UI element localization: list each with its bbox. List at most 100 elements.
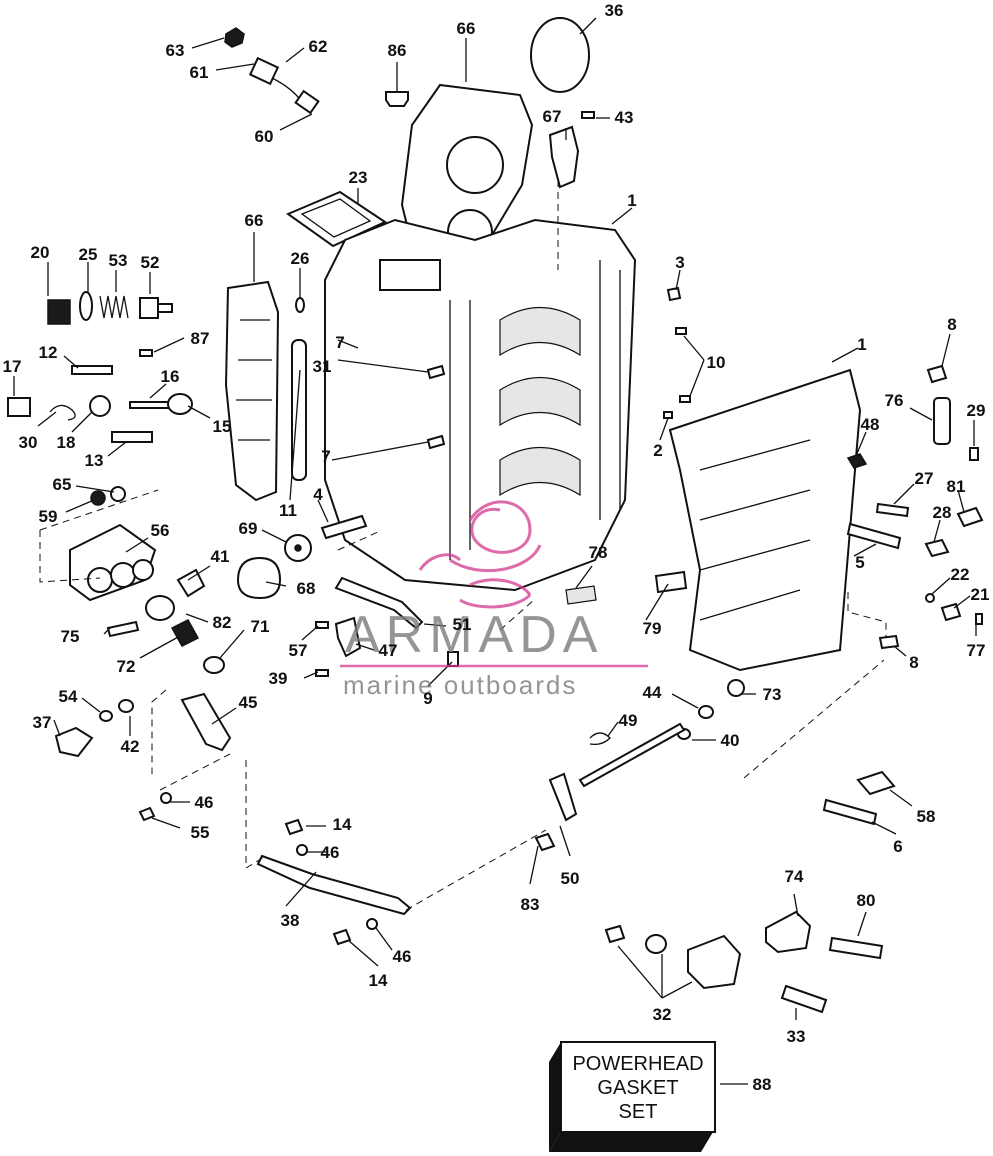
link-rod-part (256, 854, 412, 916)
o-ring-part (110, 486, 126, 502)
callout-label: 12 (39, 343, 58, 362)
callout-label: 60 (255, 127, 274, 146)
callout-label: 75 (61, 627, 80, 646)
callout-label: 42 (121, 737, 140, 756)
callout-label: 7 (335, 333, 344, 352)
screw-part (969, 447, 979, 461)
cover-gasket-inner (300, 198, 372, 238)
callout-label: 53 (109, 251, 128, 270)
clip-part (284, 818, 304, 836)
callout-label: 59 (39, 507, 58, 526)
callout-label: 54 (59, 687, 78, 706)
lever-part (334, 576, 424, 630)
tube-part (291, 339, 307, 481)
callout-label: 45 (239, 693, 258, 712)
shaft-lever-part (548, 772, 578, 822)
bolt-part (828, 936, 884, 960)
callout-label: 73 (763, 685, 782, 704)
gasket-box-side (549, 1042, 561, 1152)
callout-label: 31 (313, 357, 332, 376)
callout-label: 7 (321, 447, 330, 466)
insert-block-part (565, 585, 597, 605)
bushing-part (89, 395, 111, 417)
callout-label: 51 (453, 615, 472, 634)
housing-outlet (132, 559, 154, 581)
callout-label: 26 (291, 249, 310, 268)
callout-label: 30 (19, 433, 38, 452)
callout-label: 62 (309, 37, 328, 56)
cap-part (47, 299, 71, 325)
washer-part (203, 656, 225, 674)
fitting-part (7, 397, 31, 417)
block-flange (449, 260, 621, 560)
callout-label: 22 (951, 565, 970, 584)
callout-label: 61 (190, 63, 209, 82)
watermark-brand: ARMADA (345, 606, 603, 664)
insert-block-part (654, 570, 688, 594)
callout-label: 14 (333, 815, 352, 834)
grommet-part (236, 556, 282, 600)
callout-label: 32 (653, 1005, 672, 1024)
washer-part (698, 705, 714, 719)
screw-part (675, 327, 687, 335)
callout-label: 38 (281, 911, 300, 930)
callout-label: 56 (151, 521, 170, 540)
housing-outlet (110, 562, 136, 588)
gasket-box-line: SET (619, 1101, 658, 1123)
washer-hole (294, 544, 302, 552)
crankcase-half-part (668, 368, 862, 672)
callout-label: 18 (57, 433, 76, 452)
callout-label: 46 (195, 793, 214, 812)
bolt-part (846, 522, 902, 550)
crankcase-ribs (699, 439, 811, 621)
washer-part (295, 297, 305, 313)
elbow-fitting-part (878, 634, 900, 650)
callout-label: 4 (313, 485, 323, 504)
screw-part (315, 669, 329, 677)
washer-part (925, 593, 935, 603)
callout-label: 65 (53, 475, 72, 494)
bolt-part (822, 798, 878, 826)
callout-label: 14 (369, 971, 388, 990)
fitting-part (90, 490, 106, 506)
callout-label: 47 (379, 641, 398, 660)
callout-label: 1 (857, 335, 866, 354)
callout-labels: 36 66 86 63 62 61 60 67 43 23 1 66 26 3 … (3, 1, 990, 1094)
screw-part (106, 620, 140, 638)
bolt-part (875, 502, 910, 518)
screw-part (581, 111, 595, 119)
gasket-set-box: POWERHEAD GASKET SET (549, 1041, 716, 1152)
callout-label: 74 (785, 867, 804, 886)
callout-label: 43 (615, 108, 634, 127)
o-ring-part (530, 17, 590, 93)
callout-label: 66 (245, 211, 264, 230)
callout-label: 52 (141, 253, 160, 272)
callout-label: 57 (289, 641, 308, 660)
callout-label: 81 (947, 477, 966, 496)
nut-part (224, 27, 245, 48)
parts-layer (7, 17, 984, 1014)
callout-label: 39 (269, 669, 288, 688)
housing-outlet (87, 567, 113, 593)
callout-label: 66 (457, 19, 476, 38)
callout-label: 10 (707, 353, 726, 372)
bracket-part (940, 602, 962, 622)
callout-label: 21 (971, 585, 990, 604)
screw-part (426, 364, 446, 380)
clip-part (956, 506, 984, 528)
callout-label: 46 (393, 947, 412, 966)
nut-part (534, 832, 556, 852)
callout-label: 6 (893, 837, 902, 856)
nut-part (727, 679, 745, 697)
plug-part (385, 91, 409, 107)
callout-label: 15 (213, 417, 232, 436)
washer-part (99, 710, 113, 722)
plunger-part (139, 297, 173, 319)
gasket-box-face (560, 1041, 716, 1133)
callout-label: 55 (191, 823, 210, 842)
washer-part (645, 934, 667, 954)
callout-label: 69 (239, 519, 258, 538)
callout-label: 8 (909, 653, 918, 672)
spring-part (170, 619, 200, 647)
callout-label: 27 (915, 469, 934, 488)
